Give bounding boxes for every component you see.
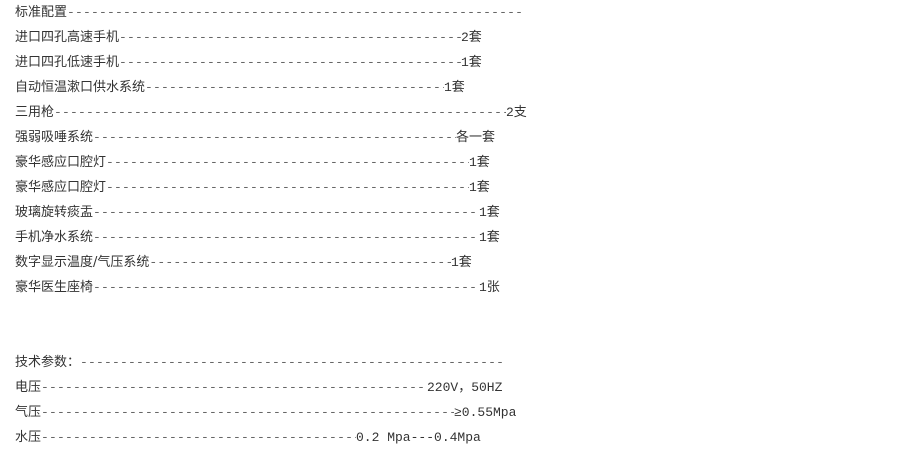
item-label: 数字显示温度/气压系统 <box>15 255 150 270</box>
dash-leader: ----------------------------------------… <box>93 280 479 295</box>
list-item: 豪华感应口腔灯---------------------------------… <box>15 150 490 175</box>
item-value: 2支 <box>506 105 527 120</box>
list-item: 数字显示温度/气压系统-----------------------------… <box>15 250 472 275</box>
list-item: 三用枪-------------------------------------… <box>15 100 527 125</box>
list-item: 豪华感应口腔灯---------------------------------… <box>15 175 490 200</box>
item-label: 豪华感应口腔灯 <box>15 180 107 195</box>
list-item: 水压--------------------------------------… <box>15 425 481 450</box>
list-item: 气压--------------------------------------… <box>15 400 516 425</box>
item-value: 0.2 Mpa---0.4Mpa <box>356 430 481 445</box>
section-heading: 标准配置 <box>15 5 68 20</box>
item-value: 1套 <box>469 155 490 170</box>
dash-leader: ----------------------------------------… <box>41 405 454 420</box>
dash-leader: ----------------------------------------… <box>93 130 456 145</box>
list-item: 玻璃旋转痰盂----------------------------------… <box>15 200 500 225</box>
dash-leader: ----------------------------------------… <box>106 155 469 170</box>
list-item: 进口四孔低速手机--------------------------------… <box>15 50 482 75</box>
list-item: 豪华医生座椅----------------------------------… <box>15 275 500 300</box>
item-value: 1套 <box>479 205 500 220</box>
item-value: 1套 <box>444 80 465 95</box>
item-label: 电压 <box>15 380 42 395</box>
dash-leader: ----------------------------------------… <box>93 205 479 220</box>
item-label: 强弱吸唾系统 <box>15 130 94 145</box>
item-value: ≥0.55Mpa <box>454 405 517 420</box>
list-item: 自动恒温漱口供水系统------------------------------… <box>15 75 465 100</box>
standard-heading-row: 标准配置------------------------------------… <box>15 0 521 25</box>
item-label: 进口四孔低速手机 <box>15 55 120 70</box>
list-item: 强弱吸唾系统----------------------------------… <box>15 125 495 150</box>
dash-leader: ----------------------------------------… <box>80 355 505 370</box>
dash-leader: ----------------------------------------… <box>106 180 469 195</box>
item-label: 玻璃旋转痰盂 <box>15 205 94 220</box>
item-value: 220V，50HZ <box>427 380 503 395</box>
dash-leader: ----------------------------------------… <box>145 80 444 95</box>
dash-leader: ----------------------------------------… <box>67 5 521 20</box>
list-item: 手机净水系统----------------------------------… <box>15 225 500 250</box>
item-value: 1套 <box>461 55 482 70</box>
item-value: 2套 <box>461 30 482 45</box>
item-value: 1套 <box>469 180 490 195</box>
item-value: 1套 <box>451 255 472 270</box>
item-value: 1张 <box>479 280 500 295</box>
item-value: 各一套 <box>456 130 496 145</box>
dash-leader: ----------------------------------------… <box>54 105 506 120</box>
dash-leader: ----------------------------------------… <box>93 230 479 245</box>
item-label: 进口四孔高速手机 <box>15 30 120 45</box>
list-item: 进口四孔高速手机--------------------------------… <box>15 25 482 50</box>
dash-leader: ----------------------------------------… <box>41 430 356 445</box>
dash-leader: ----------------------------------------… <box>41 380 427 395</box>
item-label: 三用枪 <box>15 105 55 120</box>
section-heading: 技术参数： <box>15 355 81 370</box>
item-label: 手机净水系统 <box>15 230 94 245</box>
dash-leader: ----------------------------------------… <box>149 255 451 270</box>
list-item: 电压--------------------------------------… <box>15 375 502 400</box>
item-label: 水压 <box>15 430 42 445</box>
item-value: 1套 <box>479 230 500 245</box>
item-label: 豪华医生座椅 <box>15 280 94 295</box>
item-label: 豪华感应口腔灯 <box>15 155 107 170</box>
dash-leader: ----------------------------------------… <box>119 55 461 70</box>
item-label: 自动恒温漱口供水系统 <box>15 80 146 95</box>
dash-leader: ----------------------------------------… <box>119 30 461 45</box>
technical-heading-row: 技术参数：-----------------------------------… <box>15 350 505 375</box>
item-label: 气压 <box>15 405 42 420</box>
